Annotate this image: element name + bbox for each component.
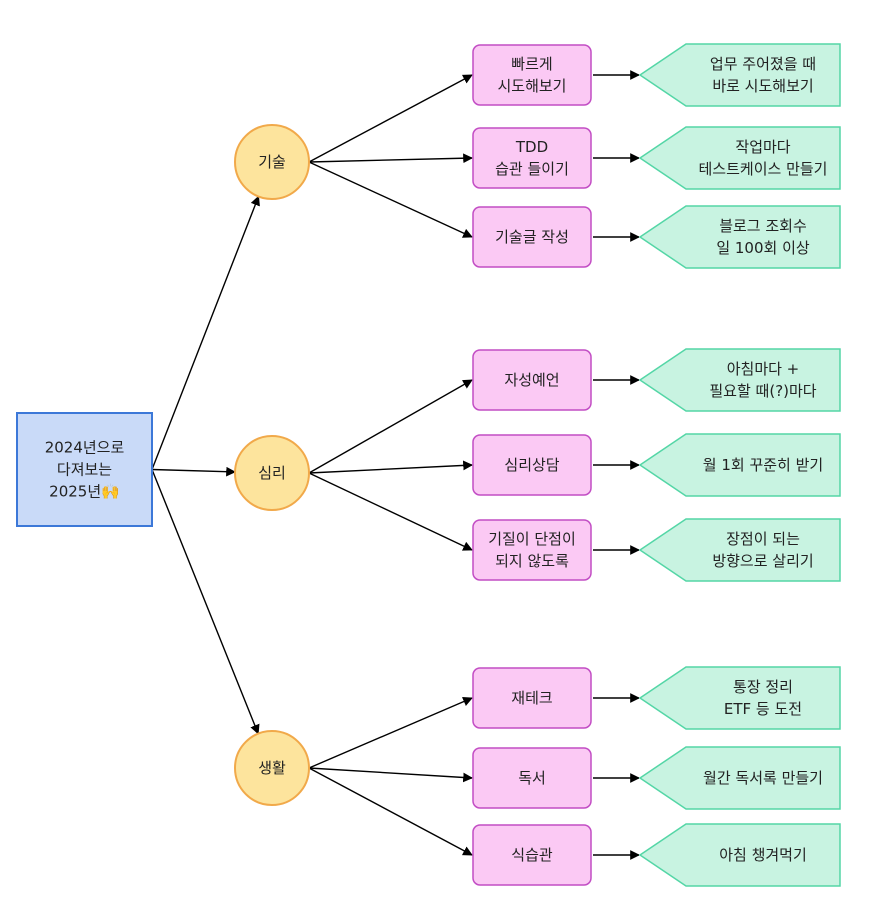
edge-category-to-action-2-0 [308, 696, 473, 769]
action-text-line-0: 기술글 작성 [495, 228, 569, 246]
action-box [472, 747, 592, 809]
outcome-text-line-0: 통장 정리 [733, 678, 793, 696]
outcome-shape [638, 348, 841, 412]
edge-category-to-action-1-1 [308, 460, 473, 474]
category-label: 기술 [258, 153, 286, 171]
root-text-line-2: 2025년🙌 [49, 483, 120, 501]
outcome-text-line-1: 테스트케이스 만들기 [699, 160, 828, 178]
category-circle [234, 435, 310, 511]
edge-category-to-action-1-0 [308, 379, 473, 474]
action-text-line-0: 식습관 [511, 846, 553, 864]
category-circle [234, 124, 310, 200]
outcome-text-line-0: 블로그 조회수 [719, 217, 807, 235]
action-box [472, 349, 592, 411]
action-node-0-2: 기술글 작성 [472, 206, 592, 268]
action-text-line-1: 시도해보기 [497, 77, 566, 95]
outcome-text-line-1: 방향으로 살리기 [712, 552, 813, 570]
action-node-1-0: 자성예언 [472, 349, 592, 411]
action-box [472, 519, 592, 581]
action-text-line-0: TDD [515, 138, 548, 156]
outcome-text-line-0: 월간 독서록 만들기 [703, 769, 823, 787]
outcome-node-2-0: 통장 정리 ETF 등 도전 [638, 666, 841, 730]
outcome-node-2-2: 아침 챙겨먹기 [638, 823, 841, 887]
action-node-2-0: 재테크 [472, 667, 592, 729]
category-node-1: 심리 [234, 435, 310, 511]
action-text-line-1: 되지 않도록 [495, 552, 569, 570]
edge-root-to-category-1 [151, 466, 236, 477]
edge-category-to-action-0-1 [308, 153, 473, 164]
edge-category-to-action-0-0 [308, 74, 473, 163]
outcome-shape [638, 205, 841, 269]
outcome-text-line-0: 장점이 되는 [726, 530, 800, 548]
outcome-text-line-0: 작업마다 [735, 138, 790, 156]
outcome-node-1-1: 월 1회 꾸준히 받기 [638, 433, 841, 497]
edge-category-to-action-2-1 [308, 767, 473, 783]
action-box [472, 127, 592, 189]
outcome-node-2-1: 월간 독서록 만들기 [638, 746, 841, 810]
action-text-line-0: 심리상담 [504, 456, 559, 474]
outcome-shape [638, 433, 841, 497]
action-node-1-1: 심리상담 [472, 434, 592, 496]
root-text-line-1: 다져보는 [57, 461, 112, 479]
outcome-text-line-0: 업무 주어졌을 때 [710, 55, 816, 73]
action-text-line-0: 기질이 단점이 [488, 530, 576, 548]
action-text-line-1: 습관 들이기 [495, 160, 569, 178]
action-text-line-0: 재테크 [511, 689, 552, 707]
action-box [472, 667, 592, 729]
category-label: 심리 [258, 464, 286, 482]
edge-category-to-action-2-2 [308, 767, 473, 856]
outcome-text-line-0: 월 1회 꾸준히 받기 [703, 456, 823, 474]
outcome-node-0-0: 업무 주어졌을 때바로 시도해보기 [638, 43, 841, 107]
outcome-text-line-1: 필요할 때(?)마다 [709, 382, 816, 400]
root-text-line-0: 2024년으로 [45, 439, 125, 457]
action-box [472, 44, 592, 106]
outcome-shape [638, 518, 841, 582]
edge-category-to-action-1-2 [308, 472, 473, 551]
outcome-text-line-0: 아침마다 + [727, 360, 800, 378]
outcome-shape [638, 746, 841, 810]
category-node-2: 생활 [234, 730, 310, 806]
outcome-shape [638, 126, 841, 190]
action-text-line-0: 빠르게 [511, 55, 552, 73]
action-node-2-1: 독서 [472, 747, 592, 809]
edge-root-to-category-2 [151, 469, 260, 735]
category-node-0: 기술 [234, 124, 310, 200]
category-circle [234, 730, 310, 806]
outcome-text-line-1: ETF 등 도전 [724, 700, 802, 718]
outcome-text-line-1: 바로 시도해보기 [712, 77, 813, 95]
edge-category-to-action-0-2 [308, 161, 473, 238]
action-node-0-1: TDD 습관 들이기 [472, 127, 592, 189]
outcome-shape [638, 43, 841, 107]
action-text-line-0: 자성예언 [504, 371, 559, 389]
action-box [472, 434, 592, 496]
action-node-2-2: 식습관 [472, 824, 592, 886]
outcome-text-line-0: 아침 챙겨먹기 [719, 846, 807, 864]
action-box [472, 206, 592, 268]
action-text-line-0: 독서 [518, 769, 546, 787]
category-label: 생활 [258, 759, 286, 777]
edge-root-to-category-0 [151, 195, 260, 470]
edges-layer [151, 70, 640, 860]
outcome-shape [638, 823, 841, 887]
outcome-text-line-1: 일 100회 이상 [716, 239, 810, 257]
root-box [16, 412, 153, 527]
outcome-shape [638, 666, 841, 730]
outcome-node-1-0: 아침마다 + 필요할 때(?)마다 [638, 348, 841, 412]
action-box [472, 824, 592, 886]
